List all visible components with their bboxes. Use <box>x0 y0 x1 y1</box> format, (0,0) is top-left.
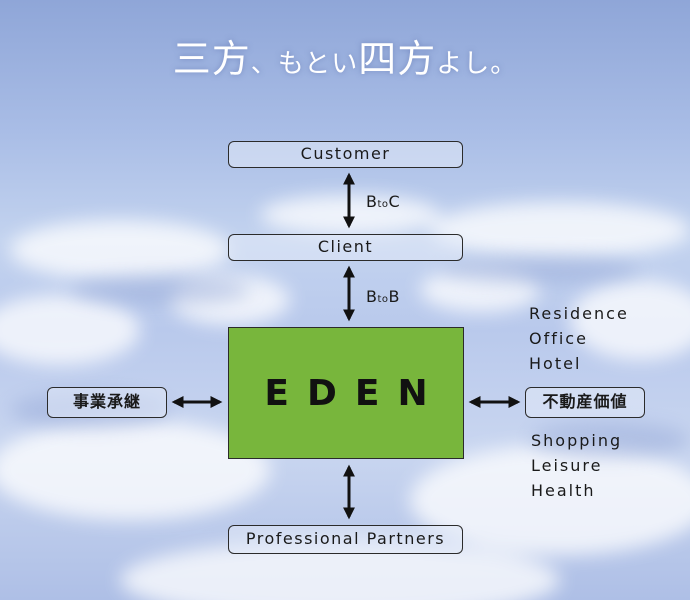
btob-label: BtoB <box>366 287 400 306</box>
property-value-node: 不動産価値 <box>525 387 645 418</box>
eden-node: EDEN <box>228 327 464 459</box>
btoc-sub: to <box>377 199 389 210</box>
btoc-label: BtoC <box>366 192 400 211</box>
btoc-main: B <box>366 192 378 211</box>
list-item: Health <box>531 481 596 500</box>
list-item: Leisure <box>531 456 603 475</box>
btob-sub: to <box>377 294 389 305</box>
property-types-list: Residence Office Hotel <box>529 301 629 376</box>
list-item: Hotel <box>529 354 582 373</box>
headline-part-1: 三方 <box>172 37 251 81</box>
professional-partners-node: Professional Partners <box>228 525 463 554</box>
client-node: Client <box>228 234 463 261</box>
eden-label: EDEN <box>264 372 446 414</box>
headline-part-2: 、もとい <box>250 49 359 79</box>
list-item: Shopping <box>531 431 623 450</box>
lifestyle-types-list: Shopping Leisure Health <box>531 428 622 503</box>
headline-part-4: よし。 <box>436 49 518 79</box>
list-item: Office <box>529 329 588 348</box>
headline-part-3: 四方 <box>358 37 437 81</box>
headline: 三方、もとい四方よし。 <box>0 28 690 83</box>
btoc-end: C <box>388 192 401 211</box>
btob-end: B <box>388 287 401 306</box>
business-succession-node: 事業承継 <box>47 387 167 418</box>
list-item: Residence <box>529 304 629 323</box>
btob-main: B <box>366 287 378 306</box>
customer-node: Customer <box>228 141 463 168</box>
